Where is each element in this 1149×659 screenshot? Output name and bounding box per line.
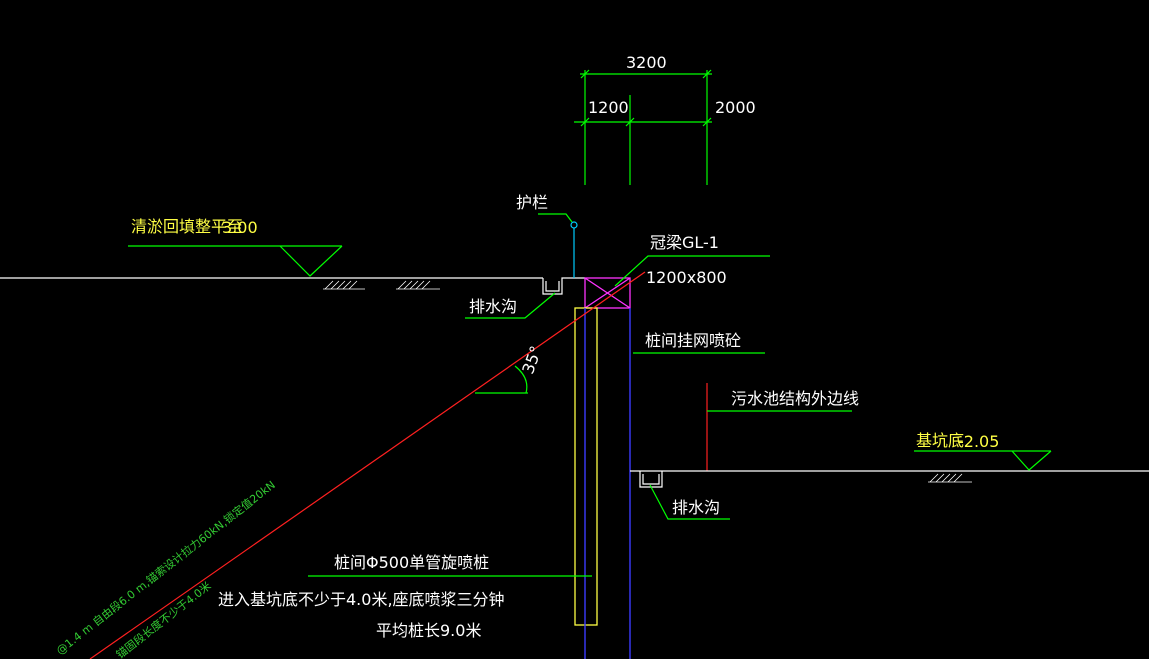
drain-bottom-label: 排水沟	[672, 498, 720, 517]
jet-pile-note-2: 平均桩长9.0米	[376, 621, 481, 640]
crown-beam-label: 冠梁GL-1	[650, 233, 719, 252]
jet-grout-pile	[574, 307, 598, 626]
soil-hatch-top-2	[396, 280, 440, 290]
dim-tick	[580, 69, 590, 79]
drain-top-leader	[465, 292, 556, 319]
drain-channel-bottom-inner	[642, 474, 660, 485]
dim-left-label: 1200	[588, 98, 629, 117]
crown-beam-diag-2	[584, 277, 631, 309]
crown-beam-size: 1200x800	[646, 268, 727, 287]
angle-label: 35°	[518, 343, 546, 376]
elevation-triangle-top	[279, 245, 343, 277]
mesh-shotcrete-group: 桩间挂网喷砼	[633, 331, 765, 354]
fill-label: 清淤回填整平至	[131, 217, 243, 236]
dim-tick	[702, 69, 712, 79]
dim-tick	[702, 117, 712, 127]
fill-elevation: 3.00	[222, 218, 258, 237]
guardrail-leader	[538, 213, 573, 223]
pit-bottom-label: 基坑底	[916, 431, 964, 450]
elevation-triangle-pit	[1011, 450, 1052, 471]
anchor-note-1: @1.4 m 自由段6.0 m,锚索设计拉力60kN,锁定值20kN	[53, 478, 278, 658]
dim-total-label: 3200	[626, 53, 667, 72]
pit-bottom-elevation: -2.05	[958, 432, 999, 451]
top-ground-group: 清淤回填整平至 3.00	[0, 217, 543, 290]
drain-channel-top-inner	[545, 281, 560, 292]
soil-hatch-top-1	[323, 280, 365, 290]
guardrail-label: 护栏	[516, 193, 548, 212]
mesh-shotcrete-label: 桩间挂网喷砼	[645, 331, 741, 350]
pit-bottom-group: 基坑底 -2.05	[630, 431, 1149, 483]
drain-channel-bottom: 排水沟	[639, 471, 730, 520]
anchor-notes-group: @1.4 m 自由段6.0 m,锚索设计拉力60kN,锁定值20kN 锚固段长度…	[53, 478, 278, 659]
tank-outline-label: 污水池结构外边线	[731, 389, 859, 408]
slip-surface-line	[89, 271, 646, 659]
jet-pile-label: 桩间Φ500单管旋喷桩	[334, 553, 489, 572]
jet-pile-note-1: 进入基坑底不少于4.0米,座底喷浆三分钟	[218, 590, 505, 609]
guardrail-group: 护栏	[516, 193, 578, 278]
drain-channel-top-outline	[542, 277, 585, 295]
dimension-group: 3200 1200 2000	[574, 53, 756, 185]
drain-top-label: 排水沟	[469, 297, 517, 316]
crown-beam-group: 冠梁GL-1 1200x800	[584, 233, 770, 309]
dim-right-label: 2000	[715, 98, 756, 117]
crown-beam-leader	[614, 255, 770, 287]
crown-beam-rect	[584, 277, 631, 309]
guardrail-top-marker	[570, 221, 578, 229]
drain-bottom-leader	[649, 484, 730, 520]
jet-pile-notes-group: 桩间Φ500单管旋喷桩 进入基坑底不少于4.0米,座底喷浆三分钟 平均桩长9.0…	[218, 553, 592, 640]
pile-group	[574, 307, 631, 659]
tank-outline-group: 污水池结构外边线	[706, 383, 859, 471]
angle-arc	[514, 365, 528, 394]
dim-tick	[625, 117, 635, 127]
soil-hatch-pit	[928, 473, 972, 483]
drain-channel-top: 排水沟	[465, 277, 585, 319]
dim-tick	[580, 117, 590, 127]
